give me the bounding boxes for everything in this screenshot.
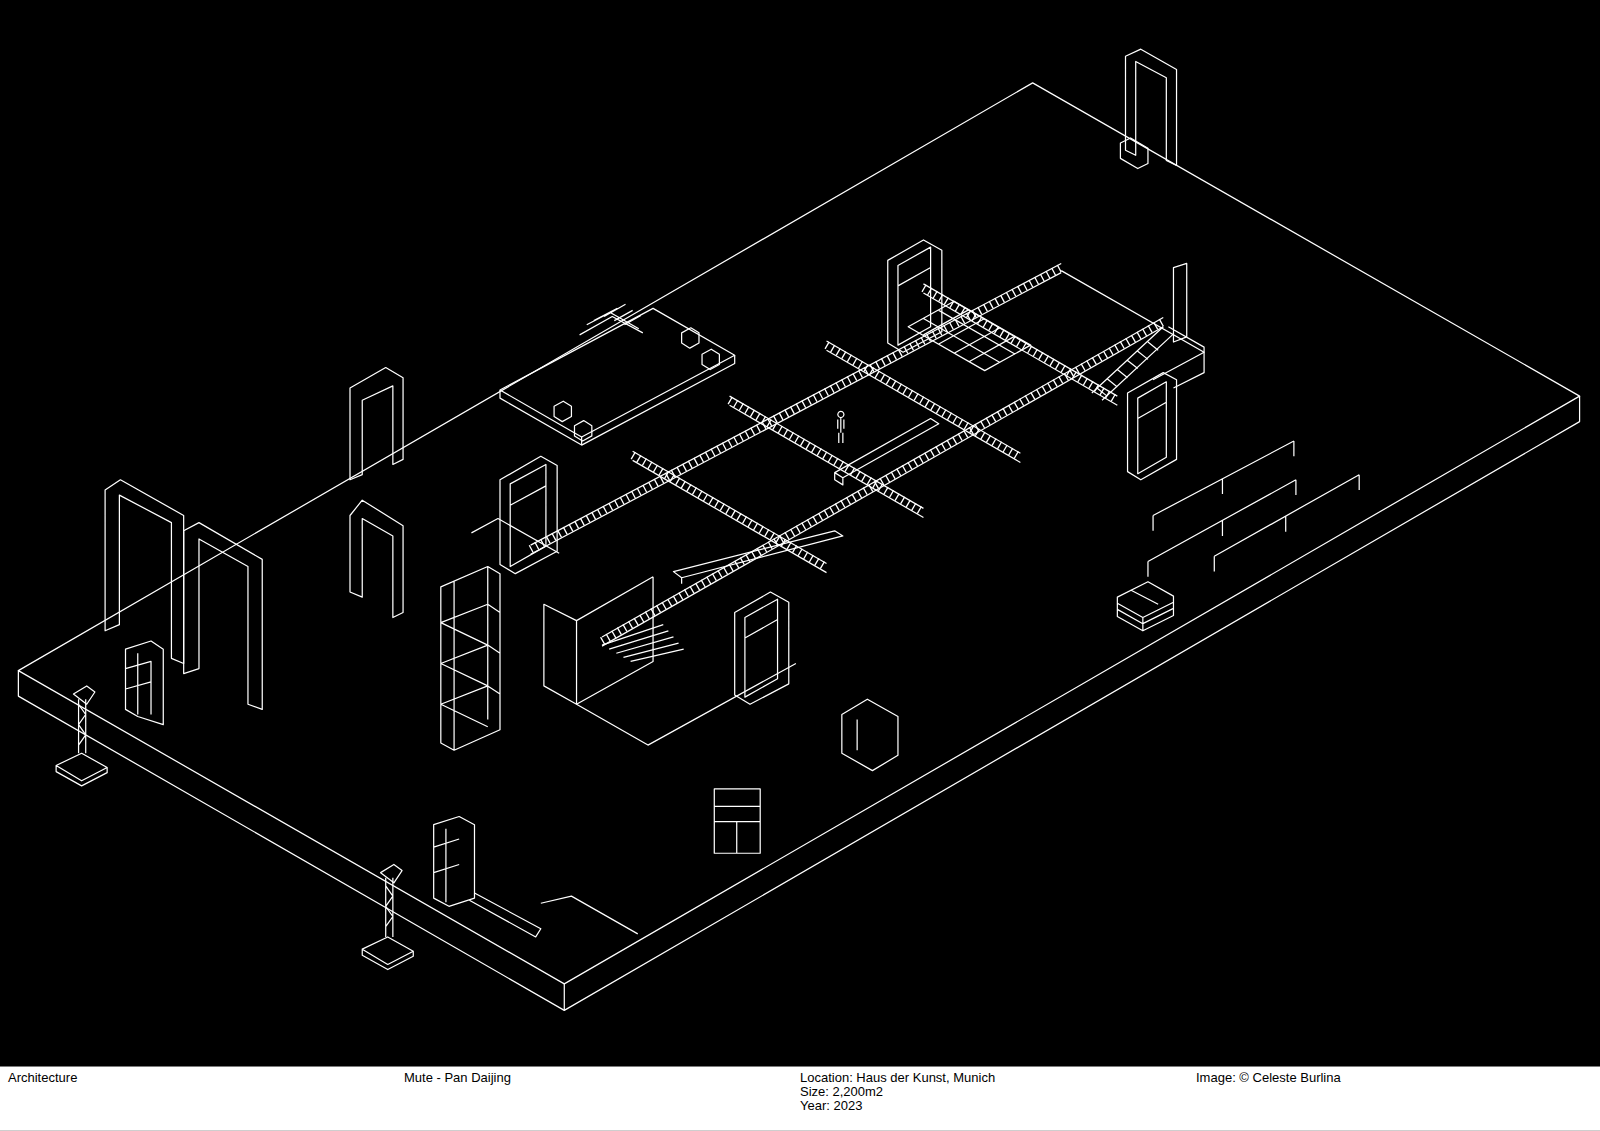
slab-edge: [564, 984, 565, 1011]
door-leaf: [434, 817, 475, 907]
slab-top: [18, 83, 1579, 984]
lamp-head: [381, 864, 402, 882]
door-frame: [735, 592, 789, 704]
stage-platform: [500, 304, 735, 445]
truss: [633, 451, 827, 572]
truss: [827, 341, 1021, 462]
truss-web: [633, 455, 827, 567]
truss-chord: [531, 273, 1062, 555]
truss-chord: [602, 318, 1163, 637]
platform-edge: [500, 355, 735, 445]
section-label: Architecture: [8, 1071, 77, 1085]
plank-stack: [1117, 582, 1173, 631]
speaker: [702, 349, 719, 369]
door-frame: [184, 523, 263, 710]
door-frame: [842, 699, 898, 770]
truss-chord: [730, 405, 924, 517]
lamp-post: [386, 878, 393, 937]
wall-panel: [1168, 263, 1204, 387]
door-frame: [1126, 49, 1177, 165]
lamp-head: [73, 686, 94, 704]
lamp-post: [79, 699, 86, 753]
slab-edge: [18, 396, 1579, 1010]
door-frame: [500, 456, 557, 573]
lamp-posts: [56, 686, 413, 970]
railing: [1214, 475, 1359, 572]
cabinet: [714, 789, 760, 853]
truss-chord: [923, 293, 1117, 405]
lamp-base: [56, 753, 107, 786]
radiator: [580, 304, 643, 335]
door-box: [1120, 138, 1148, 169]
scaffold: [441, 567, 500, 751]
truss: [602, 318, 1163, 647]
truss-chord: [633, 460, 827, 572]
speaker: [554, 401, 571, 421]
truss-web: [827, 345, 1021, 457]
scaffold-tower: [441, 567, 500, 751]
truss: [730, 396, 924, 517]
truss-web: [923, 288, 1117, 400]
project-title: Mute - Pan Daijing: [404, 1071, 511, 1085]
platform-top: [500, 308, 735, 437]
door-frames: [105, 49, 1176, 770]
floor-slab: [18, 83, 1579, 1011]
year-note: Year: 2023: [800, 1099, 862, 1113]
railing: [1153, 441, 1294, 531]
plank: [469, 893, 540, 937]
trusses: [531, 263, 1164, 646]
railing: [1148, 480, 1296, 577]
door-frame: [350, 368, 403, 480]
door-frame: [350, 500, 403, 617]
right-area: [908, 263, 1359, 630]
drawing-lines: [18, 49, 1579, 1010]
truss-web: [730, 400, 924, 512]
stair-room: [544, 577, 684, 705]
door-leaf: [126, 641, 164, 725]
floor-line: [577, 663, 796, 745]
grid-floor: [908, 301, 1030, 370]
door-frame: [105, 480, 184, 664]
image-credit: Image: © Celeste Burlina: [1196, 1071, 1341, 1085]
truss-web: [602, 322, 1163, 641]
door-frame: [1128, 373, 1177, 480]
speaker: [574, 421, 591, 441]
truss: [531, 263, 1062, 554]
truss-web: [531, 268, 1062, 550]
location-note: Location: Haus der Kunst, Munich: [800, 1071, 995, 1085]
floor-line: [541, 896, 638, 934]
size-note: Size: 2,200m2: [800, 1085, 883, 1099]
person: [838, 411, 844, 443]
door-leaves: [126, 641, 761, 937]
speaker: [682, 328, 699, 348]
lamp-base: [362, 937, 413, 970]
caption-strip: [0, 1067, 1600, 1131]
stairs: [1092, 327, 1174, 400]
